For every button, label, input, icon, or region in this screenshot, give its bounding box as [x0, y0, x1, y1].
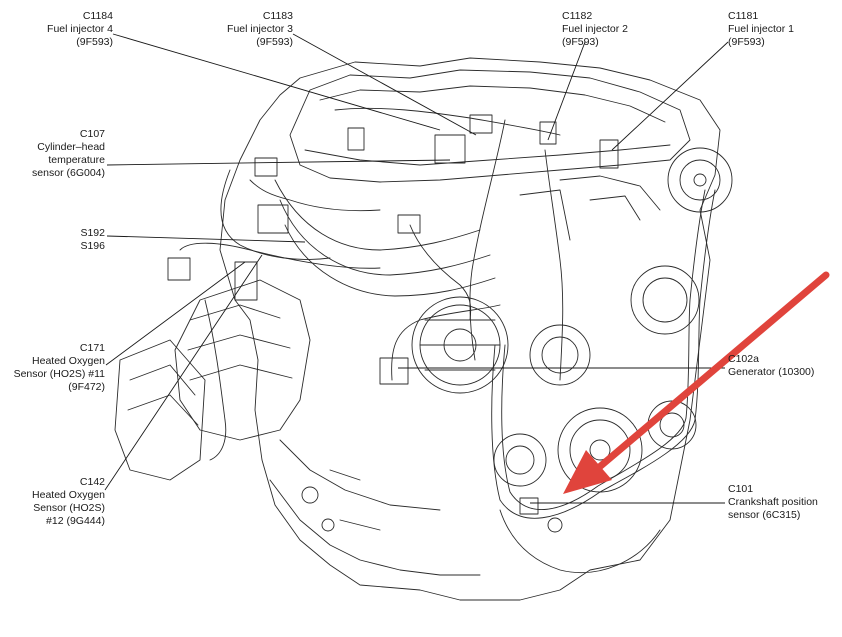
label-c142-line3: #12 (9G444): [46, 515, 105, 527]
label-c171-line1: Heated Oxygen: [32, 355, 105, 367]
label-c171-line2: Sensor (HO2S) #11: [13, 368, 105, 380]
leader-c1181: [611, 41, 729, 151]
label-c1182-name: Fuel injector 2: [562, 23, 628, 35]
leader-c1184: [112, 33, 441, 131]
leader-lines: [104, 33, 729, 504]
leader-c1182: [547, 41, 586, 141]
leader-c171: [105, 261, 246, 366]
label-c1181-code: C1181: [728, 10, 759, 22]
label-c101-line1: Crankshaft position: [728, 496, 818, 508]
label-c1184-name: Fuel injector 4: [47, 23, 113, 35]
label-c107: C107 Cylinder–head temperature sensor (6…: [5, 128, 105, 180]
label-c1184-code: C1184: [82, 10, 113, 22]
leader-c142: [104, 254, 263, 491]
label-c107-line1: Cylinder–head: [37, 141, 105, 153]
leader-c107: [106, 159, 451, 166]
label-c1183-code: C1183: [262, 10, 293, 22]
label-c102a-code: C102a: [728, 353, 759, 365]
red-arrow-annotation: [563, 271, 830, 494]
label-c142: C142 Heated Oxygen Sensor (HO2S) #12 (9G…: [5, 476, 105, 528]
label-c107-code: C107: [79, 128, 105, 140]
label-c1181-part: (9F593): [728, 36, 765, 48]
label-c171: C171 Heated Oxygen Sensor (HO2S) #11 (9F…: [5, 342, 105, 394]
label-c1182: C1182 Fuel injector 2 (9F593): [562, 10, 652, 49]
engine-line-art: [114, 57, 733, 601]
label-c1181: C1181 Fuel injector 1 (9F593): [728, 10, 828, 49]
label-c107-line2: temperature: [48, 154, 105, 166]
label-c142-code: C142: [79, 476, 105, 488]
label-c171-code: C171: [79, 342, 105, 354]
label-c107-line3: sensor (6G004): [32, 167, 105, 179]
label-c101-code: C101: [728, 483, 754, 495]
leader-s192: [106, 235, 306, 243]
label-c102a: C102a Generator (10300): [728, 353, 833, 379]
label-s196: S196: [80, 240, 105, 252]
label-c101-line2: sensor (6C315): [728, 509, 801, 521]
label-c1183-part: (9F593): [256, 36, 293, 48]
label-c101: C101 Crankshaft position sensor (6C315): [728, 483, 833, 522]
label-c1183-name: Fuel injector 3: [227, 23, 293, 35]
label-c1183: C1183 Fuel injector 3 (9F593): [190, 10, 293, 49]
label-c1184-part: (9F593): [76, 36, 113, 48]
label-c1181-name: Fuel injector 1: [728, 23, 794, 35]
leader-c1183: [292, 33, 477, 136]
label-c102a-name: Generator (10300): [728, 366, 815, 378]
label-c142-line1: Heated Oxygen: [32, 489, 105, 501]
label-s192: S192: [80, 227, 105, 239]
label-c142-line2: Sensor (HO2S): [33, 502, 105, 514]
label-c1182-code: C1182: [562, 10, 593, 22]
label-c1184: C1184 Fuel injector 4 (9F593): [10, 10, 113, 49]
label-s192-s196: S192 S196: [5, 227, 105, 253]
label-c1182-part: (9F593): [562, 36, 599, 48]
label-c171-line3: (9F472): [68, 381, 105, 393]
